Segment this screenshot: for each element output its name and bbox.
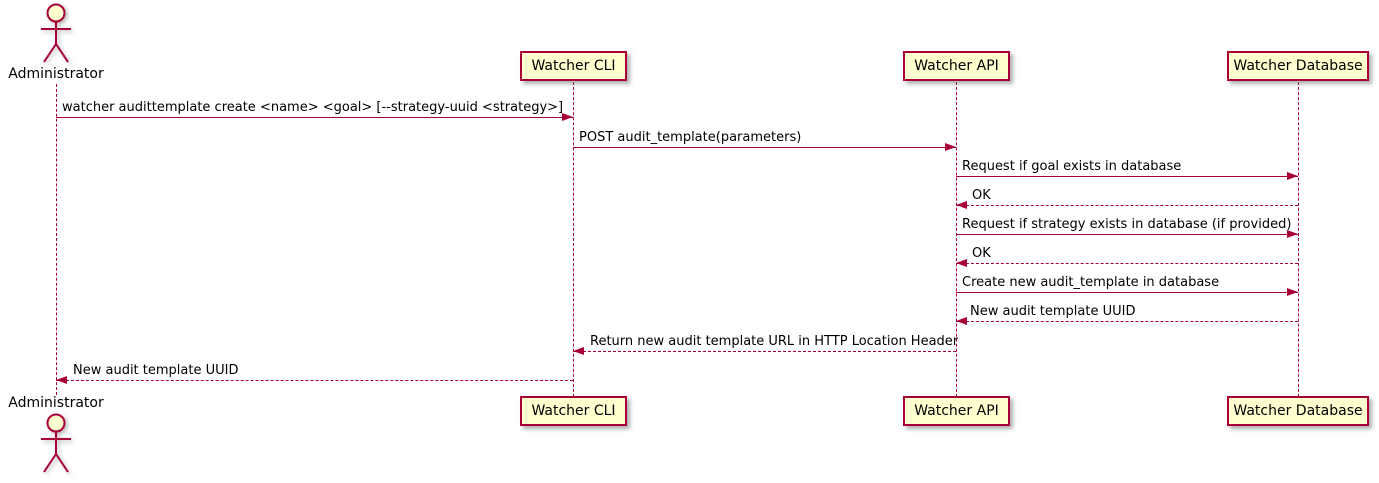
- message-line: [573, 147, 956, 148]
- message-label: New audit template UUID: [970, 304, 1136, 319]
- participant-box-watcher-database-bottom: Watcher Database: [1227, 396, 1369, 426]
- message-label: Return new audit template URL in HTTP Lo…: [590, 334, 959, 349]
- arrowhead-left-icon: [956, 317, 967, 325]
- arrowhead-left-icon: [56, 376, 67, 384]
- actor-administrator-top: Administrator: [8, 66, 104, 82]
- message-label: POST audit_template(parameters): [579, 130, 802, 145]
- message-label: OK: [972, 188, 991, 203]
- arrowhead-right-icon: [945, 143, 956, 151]
- message-line: [956, 234, 1298, 235]
- lifeline-watcher-database: [1298, 82, 1299, 397]
- message-line: [956, 263, 1298, 264]
- participant-box-watcher-cli-bottom: Watcher CLI: [520, 396, 627, 426]
- arrowhead-left-icon: [956, 201, 967, 209]
- message-line: [56, 380, 573, 381]
- message-line: [956, 321, 1298, 322]
- arrowhead-right-icon: [1287, 172, 1298, 180]
- arrowhead-left-icon: [956, 259, 967, 267]
- message-label: Request if goal exists in database: [962, 159, 1182, 174]
- participant-box-watcher-api-top: Watcher API: [903, 51, 1010, 81]
- arrowhead-left-icon: [573, 347, 584, 355]
- arrowhead-right-icon: [1287, 288, 1298, 296]
- participant-box-watcher-cli-top: Watcher CLI: [520, 51, 627, 81]
- message-label: Create new audit_template in database: [962, 275, 1220, 290]
- lifeline-administrator: [56, 84, 57, 395]
- message-label: watcher audittemplate create <name> <goa…: [62, 100, 564, 115]
- message-label: Request if strategy exists in database (…: [962, 217, 1292, 232]
- message-label: OK: [972, 246, 991, 261]
- arrowhead-right-icon: [1287, 230, 1298, 238]
- message-line: [956, 176, 1298, 177]
- participant-box-watcher-database-top: Watcher Database: [1227, 51, 1369, 81]
- message-line: [956, 292, 1298, 293]
- message-line: [573, 351, 956, 352]
- lifeline-watcher-api: [956, 82, 957, 397]
- message-line: [956, 205, 1298, 206]
- lifeline-watcher-cli: [573, 82, 574, 397]
- actor-icon: [41, 413, 71, 473]
- message-line: [56, 117, 573, 118]
- arrowhead-right-icon: [562, 113, 573, 121]
- message-label: New audit template UUID: [73, 363, 239, 378]
- actor-icon: [41, 3, 71, 63]
- actor-administrator-bottom: Administrator: [8, 395, 104, 411]
- participant-box-watcher-api-bottom: Watcher API: [903, 396, 1010, 426]
